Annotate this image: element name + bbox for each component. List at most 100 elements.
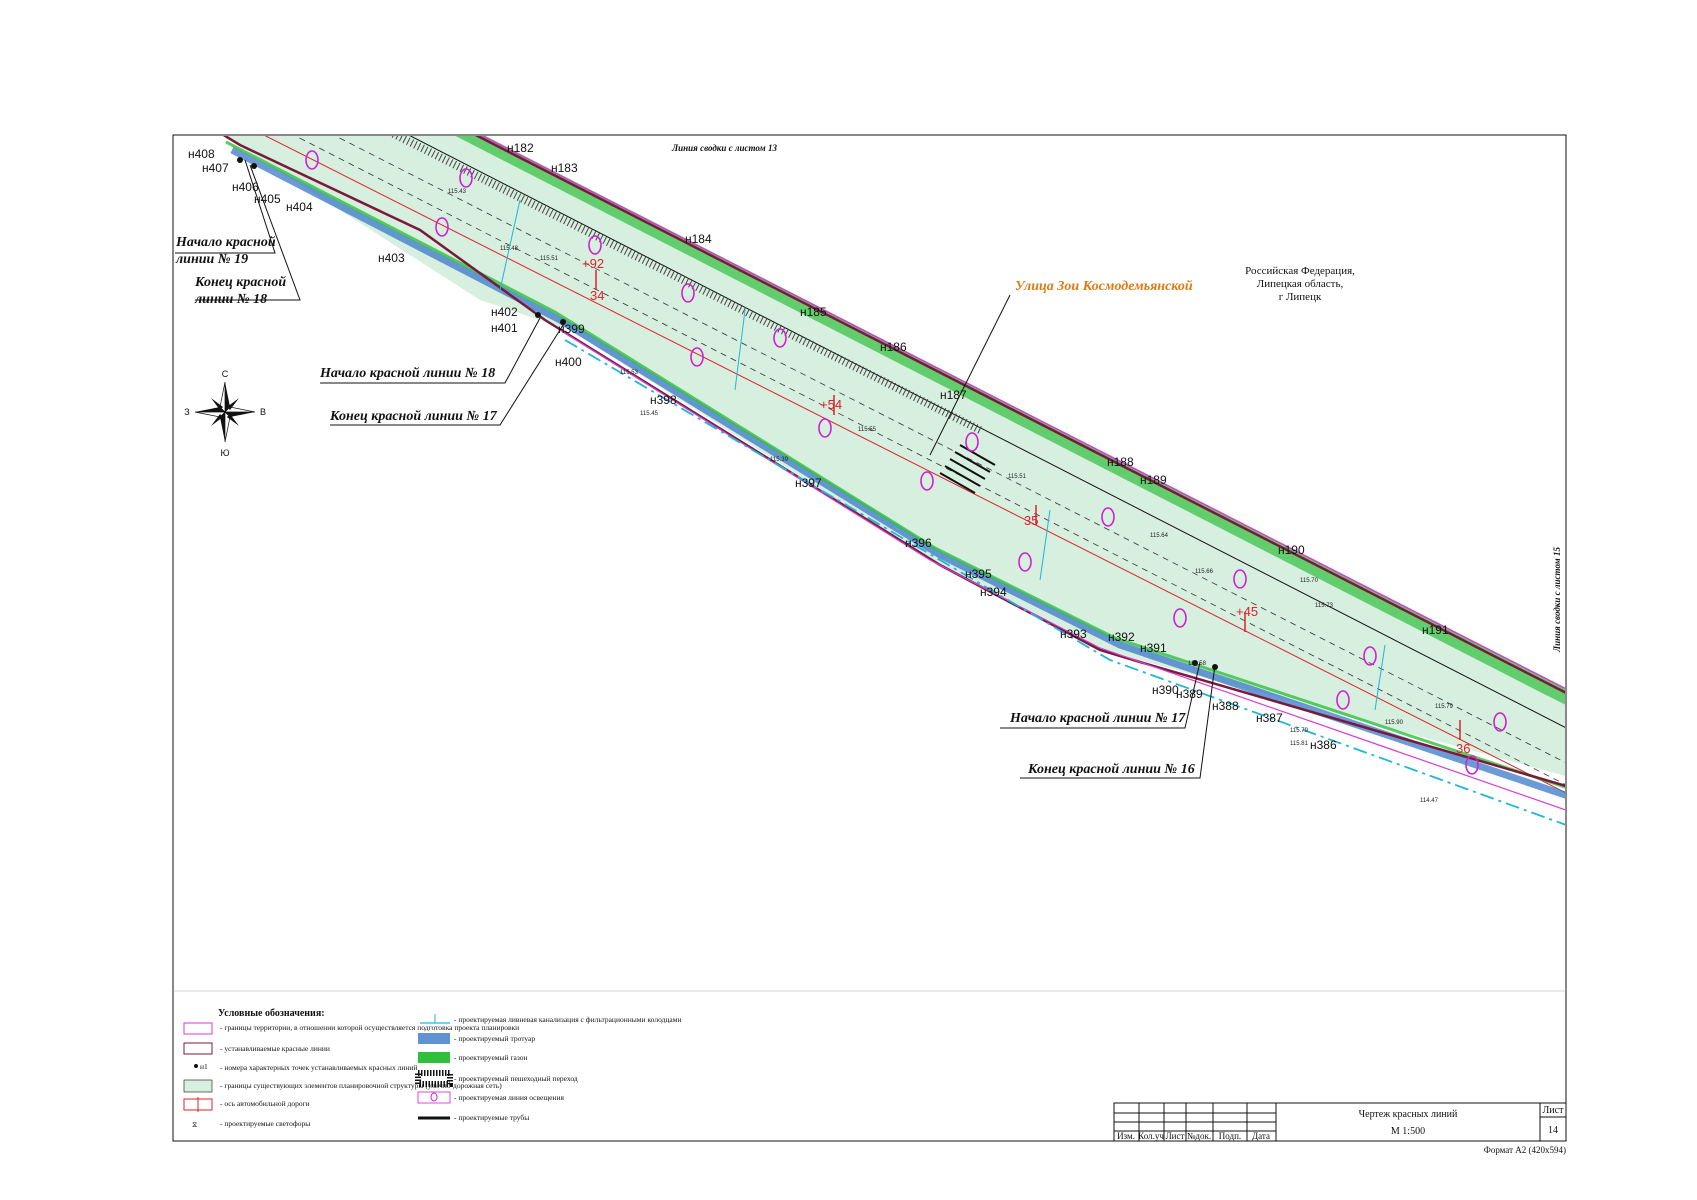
elevation-label: 115.90	[1385, 720, 1404, 726]
upper-territory-boundary	[481, 136, 1565, 690]
elevation-label: 114.47	[1420, 798, 1439, 804]
tb-sheet-no: 14	[1548, 1125, 1558, 1136]
svodka-top: Линия сводки с листом 13	[671, 143, 777, 153]
legend-left-0: - границы территории, в отношении которо…	[220, 1023, 519, 1032]
svodka-right: Линия сводки с листом 15	[1552, 547, 1562, 653]
point-label: н401	[491, 321, 518, 335]
point-label: н185	[800, 305, 827, 319]
legend-left-4: - ось автомобильной дороги	[220, 1099, 310, 1108]
title-block	[1113, 1102, 1567, 1142]
compass-w: З	[184, 407, 189, 417]
point-label: н191	[1422, 623, 1449, 637]
tb-col-2: Лист	[1166, 1131, 1185, 1141]
elevation-label: 115.58	[1188, 661, 1207, 667]
point-label: н387	[1256, 711, 1283, 725]
tb-col-1: Кол.уч	[1138, 1131, 1164, 1141]
upper-curb	[409, 136, 1565, 728]
point-label: н386	[1310, 738, 1337, 752]
legend-sym-lawn	[418, 1052, 450, 1063]
point-label: н190	[1278, 543, 1305, 557]
pedestrian-crossing	[939, 444, 996, 494]
caption-end-18-l2: линии № 18	[194, 292, 267, 307]
point-label: н406	[232, 180, 259, 194]
point-label: н392	[1108, 630, 1135, 644]
compass-e: В	[260, 407, 266, 417]
road-area	[224, 136, 1565, 776]
region-line-3: г Липецк	[1279, 291, 1322, 303]
caption-end-17: Конец красной линии № 17	[329, 409, 498, 424]
picket-label: +45	[1236, 604, 1258, 619]
lane-line-1	[294, 136, 1565, 785]
point-label: н389	[1176, 687, 1203, 701]
tb-col-3: №док.	[1187, 1131, 1211, 1141]
legend-right-4: - проектируемая линия освещения	[454, 1093, 564, 1102]
point-label: н390	[1152, 683, 1179, 697]
elevation-label: 115.51	[540, 256, 559, 262]
caption-leaders	[175, 159, 1216, 779]
point-label: н408	[188, 147, 215, 161]
lighting-icon	[430, 1092, 438, 1102]
picket-label: 34	[590, 288, 604, 303]
point-label: н404	[286, 200, 313, 214]
legend-right-2: - проектируемый газон	[454, 1053, 528, 1062]
elevation-label: 115.66	[1195, 569, 1214, 575]
elevation-label: 115.73	[1315, 603, 1334, 609]
region-line-2: Липецкая область,	[1257, 278, 1344, 290]
point-label: н397	[795, 476, 822, 490]
point-label: н186	[880, 340, 907, 354]
elevation-label: 115.51	[1008, 474, 1027, 480]
lane-line-2	[334, 136, 1565, 763]
point-markers	[237, 157, 1218, 670]
upper-red-line	[474, 136, 1565, 694]
road-axis	[264, 136, 1565, 793]
legend-right-1: - проектируемый тротуар	[454, 1034, 535, 1043]
elevation-label: 115.79	[1290, 728, 1309, 734]
legend-right-5: - проектируемые трубы	[454, 1113, 529, 1122]
drawing-frame	[172, 134, 1567, 1142]
point-label: н399	[558, 322, 585, 336]
caption-end-16: Конец красной линии № 16	[1027, 762, 1195, 777]
elevation-label: 115.48	[500, 246, 519, 252]
legend-right-3: - проектируемый пешеходный переход	[454, 1074, 578, 1083]
tb-sheet-label: Лист	[1543, 1105, 1565, 1116]
legend-right-0: - проектируемая ливневая канализация с ф…	[454, 1015, 682, 1024]
red-line-captions: Начало красной линии № 19 Конец красной …	[175, 235, 1195, 777]
point-label: н187	[940, 388, 967, 402]
drainage-branch	[734, 309, 746, 391]
point-label: н405	[254, 192, 281, 206]
upper-lawn-strip	[455, 136, 1565, 705]
caption-start-19-l2: линии № 19	[175, 252, 248, 267]
point-label: н189	[1140, 473, 1167, 487]
tb-col-5: Дата	[1252, 1131, 1270, 1141]
legend-left-2: - номера характерных точек устанавливаем…	[220, 1063, 417, 1072]
elevation-labels: 115.43115.51115.48115.53115.45115.39115.…	[448, 189, 1454, 804]
legend-left-5: - проектируемые светофоры	[220, 1119, 310, 1128]
point-label: н398	[650, 393, 677, 407]
tb-col-0: Изм.	[1117, 1131, 1135, 1141]
elevation-label: 115.53	[620, 370, 639, 376]
point-label: н393	[1060, 627, 1087, 641]
point-label: н388	[1212, 699, 1239, 713]
point-label: н391	[1140, 641, 1167, 655]
picket-label: +92	[582, 256, 604, 271]
legend-sym-sidewalk	[418, 1033, 450, 1044]
drainage-branch	[1039, 509, 1051, 581]
picket-label: +54	[820, 397, 842, 412]
lower-sidewalk	[230, 146, 1565, 799]
compass-rose: С Ю З В	[184, 369, 266, 458]
legend-sym-street	[183, 1079, 213, 1093]
title-block-text: Изм. Кол.уч Лист №док. Подп. Дата Чертеж…	[1117, 1105, 1566, 1155]
elevation-label: 115.45	[640, 411, 659, 417]
compass-s: Ю	[220, 448, 229, 458]
tb-scale: М 1:500	[1391, 1126, 1425, 1137]
elevation-label: 115.55	[858, 427, 877, 433]
elevation-label: 115.39	[770, 457, 789, 463]
picket-label: 36	[1456, 741, 1470, 756]
elevation-label: 115.70	[1300, 578, 1319, 584]
street-name: Улица Зои Космодемьянской	[1015, 279, 1193, 294]
legend-title: Условные обозначения:	[218, 1008, 325, 1019]
point-label: н407	[202, 161, 229, 175]
